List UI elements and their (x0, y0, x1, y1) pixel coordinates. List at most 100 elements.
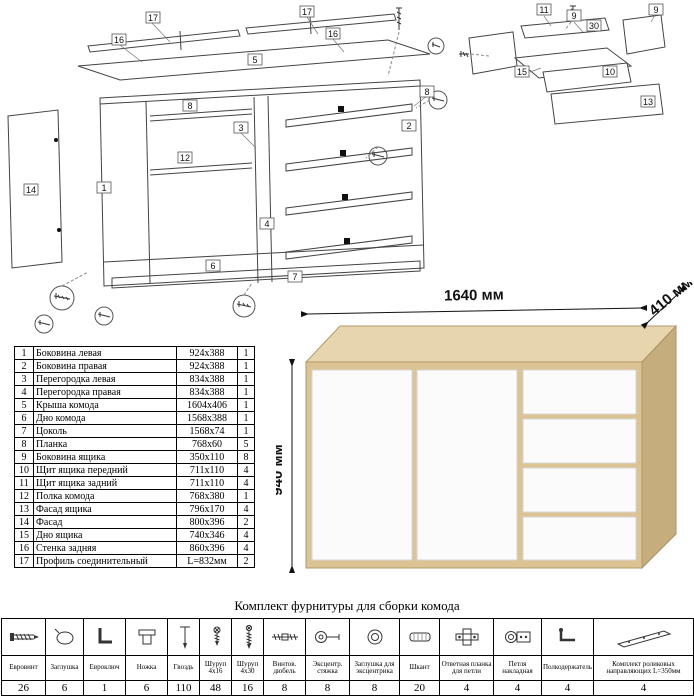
part-qty: 5 (237, 437, 255, 451)
callout-label: 8 (424, 87, 429, 97)
hardware-name: Евровинт (1, 655, 46, 681)
cap-icon (54, 628, 73, 645)
hardware-name: Шкант (399, 655, 440, 681)
hardware-kit-title: Комплект фурнитуры для сборки комода (234, 598, 460, 613)
part-size: 1604x406 (176, 398, 238, 412)
part-number: 4 (14, 385, 34, 399)
callout-label: 6 (210, 261, 215, 271)
leg-icon (138, 629, 155, 645)
hardware-qty: 6 (125, 680, 168, 696)
assembly-exploded-view: 17 16 17 16 5 8 3 12 1 14 2 4 8 6 7 (7, 5, 448, 334)
callout-label: 3 (238, 123, 243, 133)
part-size: 1568x388 (176, 411, 238, 425)
double-thread-dowel-icon (271, 633, 298, 641)
drawer-exploded-view: 11 9 30 9 15 10 13 (459, 3, 666, 125)
door-right (416, 369, 518, 561)
part-size: 768x380 (176, 489, 238, 503)
part-name: Перегородка правая (33, 385, 177, 399)
part-name: Боковина левая (33, 346, 177, 360)
part-number: 5 (14, 398, 34, 412)
part-size: 800x396 (176, 515, 238, 529)
part-size: 924x388 (176, 359, 238, 373)
part-name: Планка (33, 437, 177, 451)
wooden-dowel-icon (409, 632, 430, 642)
part-qty: 4 (237, 502, 255, 516)
callout-label: 7 (292, 272, 297, 282)
fitting-marks (54, 106, 350, 244)
part-number: 3 (14, 372, 34, 386)
drawer-front-4 (522, 516, 637, 561)
callout-label: 8 (187, 101, 192, 111)
eurovint-icon (9, 633, 39, 641)
part-number: 10 (14, 463, 34, 477)
part-size: 924x388 (176, 346, 238, 360)
part-size: 834x388 (176, 385, 238, 399)
part-size: L=832мм (176, 554, 238, 568)
callout-label: 11 (539, 5, 548, 15)
part-number: 8 (14, 437, 34, 451)
part-number: 15 (14, 528, 34, 542)
part-name: Фасад ящика (33, 502, 177, 516)
callouts: 17 16 17 16 5 8 3 12 1 14 2 4 8 6 7 (23, 5, 435, 283)
hardware-name: Заглушка для эксцентрика (349, 655, 400, 681)
part-name: Щит ящика задний (33, 476, 177, 490)
part-number: 6 (14, 411, 34, 425)
part-size: 1568x74 (176, 424, 238, 438)
callout-label: 13 (643, 97, 653, 107)
part-name: Цоколь (33, 424, 177, 438)
part-number: 16 (14, 541, 34, 555)
cam-cap-icon (367, 629, 382, 645)
part-name: Полка комода (33, 489, 177, 503)
callout-label: 10 (605, 67, 615, 77)
height-dimension-label: 940 мм (276, 444, 286, 495)
hardware-qty: 110 (167, 680, 200, 696)
hardware-qty: 8 (305, 680, 350, 696)
width-dimension-label: 1640 мм (444, 286, 504, 304)
callout-label: 9 (571, 11, 576, 21)
part-number: 13 (14, 502, 34, 516)
part-number: 14 (14, 515, 34, 529)
part-size: 740x346 (176, 528, 238, 542)
part-qty: 4 (237, 541, 255, 555)
callout-label: 17 (302, 7, 312, 17)
hardware-qty: 16 (231, 680, 264, 696)
part-name: Профиль соединительный (33, 554, 177, 568)
part-size: 860x396 (176, 541, 238, 555)
part-name: Крыша комода (33, 398, 177, 412)
part-qty: 1 (237, 398, 255, 412)
callout-label: 17 (148, 13, 158, 23)
part-qty: 4 (237, 528, 255, 542)
callouts: 11 9 30 9 15 10 13 (514, 3, 664, 108)
hardware-qty: 26 (1, 680, 46, 696)
part-number: 11 (14, 476, 34, 490)
hardware-name: Ответная планка для петли (439, 655, 494, 681)
part-qty: 1 (237, 359, 255, 373)
hardware-name: Винтов. дюбель (263, 655, 306, 681)
part-name: Перегородка левая (33, 372, 177, 386)
part-number: 9 (14, 450, 34, 464)
hardware-name: Шуруп 4х30 (231, 655, 264, 681)
part-size: 350x110 (176, 450, 238, 464)
part-qty: 2 (237, 515, 255, 529)
callout-label: 5 (252, 55, 257, 65)
dimension-lines (289, 285, 688, 573)
hardware-name: Петля накладная (493, 655, 542, 681)
hardware-name: Гвоздь (167, 655, 200, 681)
hardware-name: Ножка (125, 655, 168, 681)
hardware-qty: 48 (199, 680, 232, 696)
part-name: Боковина правая (33, 359, 177, 373)
part-name: Стенка задняя (33, 541, 177, 555)
part-name: Дно ящика (33, 528, 177, 542)
